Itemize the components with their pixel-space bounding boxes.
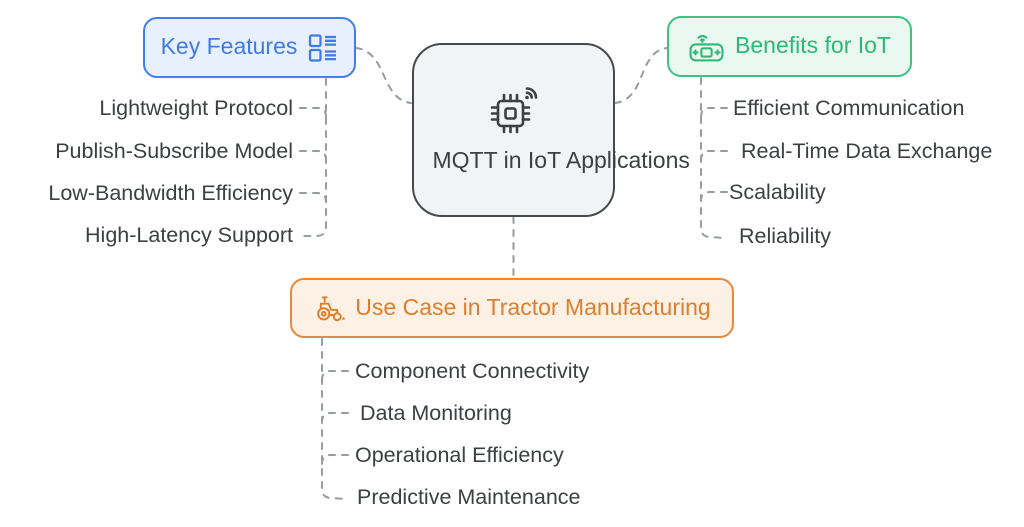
key-features-label: Key Features	[160, 33, 298, 59]
connector-keyfeatures-central	[355, 47, 412, 104]
leaf-lightweight-protocol: Lightweight Protocol	[99, 96, 293, 120]
connector-central-benefits	[614, 47, 668, 104]
benefits-label: Benefits for IoT	[735, 32, 891, 58]
leaf-efficient-communication: Efficient Communication	[733, 96, 965, 120]
branch-node-use-case: Use Case in Tractor Manufacturing	[290, 278, 734, 338]
leaf-component-connectivity: Component Connectivity	[355, 359, 590, 383]
leaf-real-time-data-exchange: Real-Time Data Exchange	[741, 139, 993, 163]
trunk-usecase	[321, 338, 345, 500]
chip-wifi-icon	[485, 86, 543, 138]
trunk-keyfeatures	[302, 78, 327, 237]
branch-node-key-features: Key Features	[143, 17, 356, 78]
tractor-icon	[313, 294, 346, 323]
leaf-reliability: Reliability	[739, 224, 832, 248]
leaf-high-latency-support: High-Latency Support	[85, 223, 293, 247]
iot-device-icon	[688, 30, 725, 63]
use-case-label: Use Case in Tractor Manufacturing	[355, 293, 711, 320]
leaf-scalability: Scalability	[729, 180, 826, 204]
trunk-benefits	[700, 77, 724, 239]
branch-node-benefits: Benefits for IoT	[667, 16, 912, 77]
leaf-publish-subscribe-model: Publish-Subscribe Model	[55, 139, 293, 163]
leaf-data-monitoring: Data Monitoring	[360, 401, 512, 425]
central-node: MQTT in IoT Applications	[412, 43, 690, 217]
leaf-low-bandwidth-efficiency: Low-Bandwidth Efficiency	[48, 181, 293, 205]
leaf-operational-efficiency: Operational Efficiency	[355, 443, 564, 467]
layout-list-icon	[308, 33, 338, 63]
central-node-label: MQTT in IoT Applications	[432, 146, 690, 173]
leaf-predictive-maintenance: Predictive Maintenance	[357, 485, 581, 509]
